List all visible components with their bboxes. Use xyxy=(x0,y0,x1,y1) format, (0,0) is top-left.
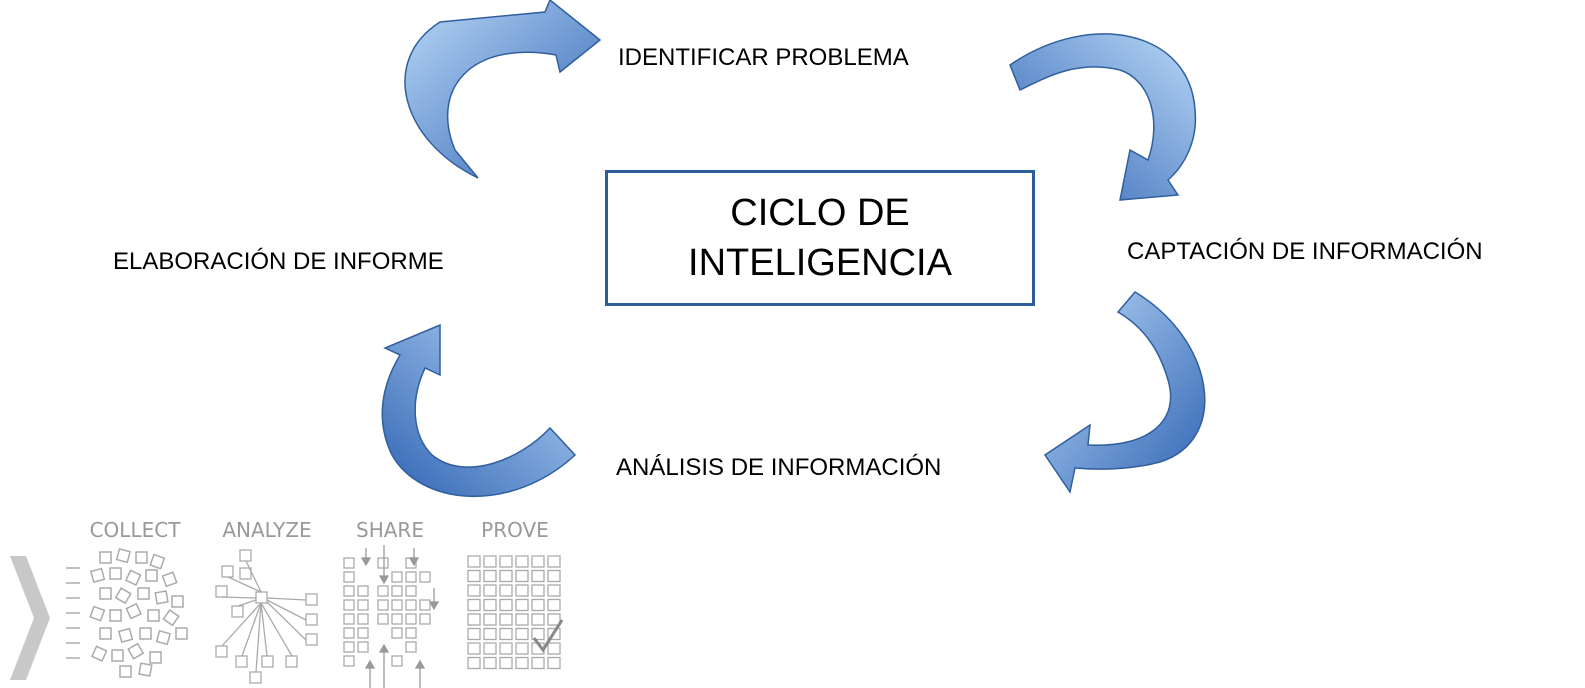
grid-cell xyxy=(531,627,545,641)
grid-cell xyxy=(499,598,513,612)
grid-cell xyxy=(467,627,481,641)
grid-cell xyxy=(531,569,545,583)
share-icon xyxy=(343,545,440,688)
analyze-icon xyxy=(215,549,318,684)
grid-cell xyxy=(547,584,561,597)
step-capture-information: CAPTACIÓN DE INFORMACIÓN xyxy=(1127,238,1483,265)
arrow-capture-to-analysis xyxy=(1043,291,1206,494)
grid-cell xyxy=(531,584,545,597)
grid-cell xyxy=(547,627,561,641)
grid-cell xyxy=(515,656,529,670)
grid-cell xyxy=(467,642,481,655)
grid-cell xyxy=(515,584,529,597)
grid-cell xyxy=(515,555,529,568)
checkmark-icon xyxy=(532,619,564,653)
grid-cell xyxy=(483,569,497,583)
grid-cell xyxy=(467,613,481,626)
stage-title-analyze: ANALYZE xyxy=(222,518,311,542)
center-box: CICLO DE INTELIGENCIA xyxy=(605,170,1035,306)
grid-cell xyxy=(531,656,545,670)
grid-cell xyxy=(499,627,513,641)
grid-cell xyxy=(499,569,513,583)
grid-cell xyxy=(515,642,529,655)
arrow-report-to-problem xyxy=(404,0,602,179)
grid-cell xyxy=(483,627,497,641)
grid-cell xyxy=(547,569,561,583)
grid-cell xyxy=(515,613,529,626)
grid-cell xyxy=(531,555,545,568)
step-identify-problem: IDENTIFICAR PROBLEMA xyxy=(618,44,909,71)
grid-cell xyxy=(483,613,497,626)
grid-cell xyxy=(531,598,545,612)
arrow-analysis-to-report xyxy=(381,323,577,497)
grid-cell xyxy=(499,613,513,626)
grid-cell xyxy=(467,598,481,612)
grid-cell xyxy=(467,555,481,568)
grid-cell xyxy=(499,584,513,597)
grid-cell xyxy=(467,584,481,597)
grid-cell xyxy=(499,642,513,655)
stage-title-share: SHARE xyxy=(356,518,424,542)
grid-cell xyxy=(483,584,497,597)
grid-cell xyxy=(483,656,497,670)
grid-cell xyxy=(547,642,561,655)
grid-cell xyxy=(515,598,529,612)
grid-cell xyxy=(499,656,513,670)
grid-cell xyxy=(467,656,481,670)
grid-cell xyxy=(467,569,481,583)
grid-cell xyxy=(547,656,561,670)
grid-cell xyxy=(531,613,545,626)
grid-cell xyxy=(515,569,529,583)
collect-icon xyxy=(66,547,188,678)
arrow-problem-to-capture xyxy=(1009,33,1197,201)
grid-cell xyxy=(499,555,513,568)
prove-icon xyxy=(467,555,564,670)
grid-cell xyxy=(515,627,529,641)
grid-cell xyxy=(483,598,497,612)
step-report-elaboration: ELABORACIÓN DE INFORME xyxy=(113,248,444,275)
stage-title-collect: COLLECT xyxy=(90,518,182,542)
grid-cell xyxy=(547,613,561,626)
grid-cell xyxy=(547,598,561,612)
grid-cell xyxy=(483,642,497,655)
stage-title-prove: PROVE xyxy=(481,518,549,542)
step-analyze-information: ANÁLISIS DE INFORMACIÓN xyxy=(616,454,942,481)
grid-cell xyxy=(547,555,561,568)
center-title: CICLO DE INTELIGENCIA xyxy=(688,192,952,284)
chevron-right-icon xyxy=(10,556,50,680)
grid-cell xyxy=(483,555,497,568)
